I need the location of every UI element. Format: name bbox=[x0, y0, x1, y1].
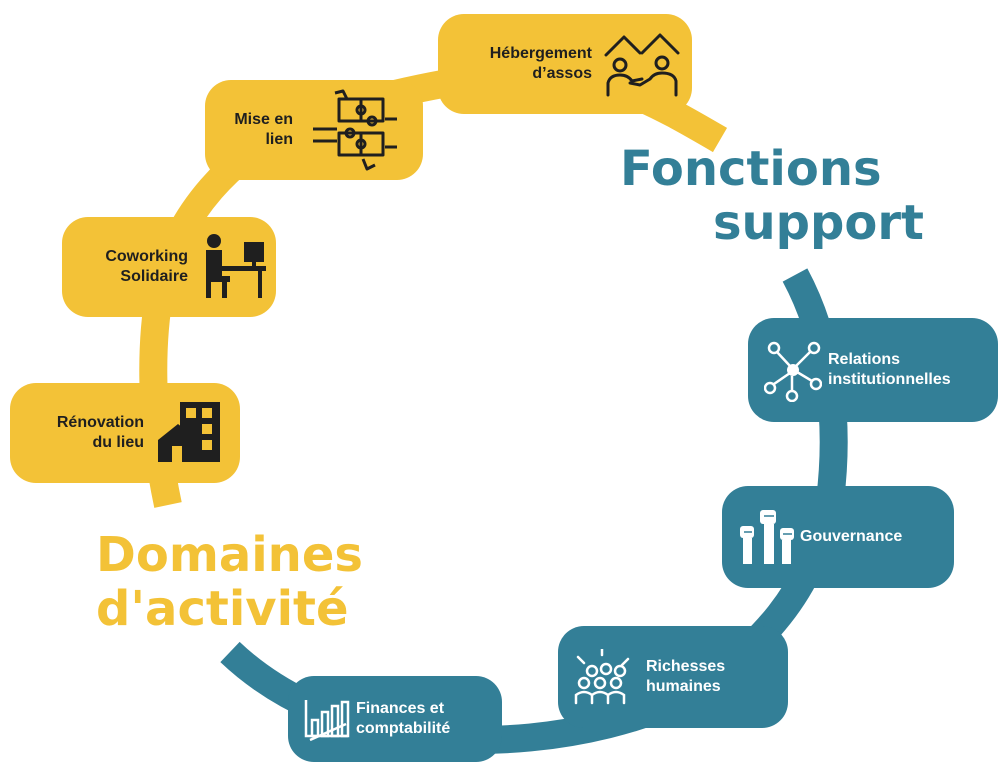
desk-worker-icon bbox=[206, 234, 266, 298]
group-people-icon bbox=[574, 649, 630, 705]
bar-chart-icon bbox=[304, 700, 350, 742]
pill-gouvernance: Gouvernance bbox=[722, 486, 954, 588]
pill-relations: Relations institutionnelles bbox=[748, 318, 998, 422]
raised-fists-icon bbox=[740, 510, 794, 564]
pill-label: Finances et comptabilité bbox=[356, 700, 451, 737]
pill-label: Gouvernance bbox=[800, 528, 903, 545]
pill-hebergement: Hébergement d’assos bbox=[438, 14, 692, 114]
pill-coworking: Coworking Solidaire bbox=[62, 217, 276, 317]
pill-label: Richesses humaines bbox=[646, 658, 726, 695]
puzzle-hands-icon bbox=[313, 89, 397, 171]
pill-label: Mise en lien bbox=[234, 111, 293, 148]
housing-handshake-icon bbox=[604, 33, 680, 97]
support-title-line1: Fonctions bbox=[620, 141, 882, 197]
pill-finances: Finances et comptabilité bbox=[288, 676, 502, 762]
activity-title: Domaines d'activité bbox=[96, 528, 396, 636]
pill-label: Rénovation du lieu bbox=[56, 414, 144, 451]
support-title-line2: support bbox=[712, 195, 924, 251]
house-building-icon bbox=[158, 402, 220, 462]
pill-label: Coworking Solidaire bbox=[105, 248, 188, 285]
activity-title-line1: Domaines bbox=[96, 527, 363, 583]
support-title: Fonctions support bbox=[596, 142, 924, 250]
pill-mise-en-lien: Mise en lien bbox=[205, 80, 423, 180]
pill-label: Hébergement d’assos bbox=[489, 45, 592, 82]
pill-renovation: Rénovation du lieu bbox=[10, 383, 240, 483]
pill-richesses: Richesses humaines bbox=[558, 626, 788, 728]
activity-title-line2: d'activité bbox=[96, 581, 349, 637]
pill-label: Relations institutionnelles bbox=[828, 351, 951, 388]
network-nodes-icon bbox=[764, 341, 822, 402]
